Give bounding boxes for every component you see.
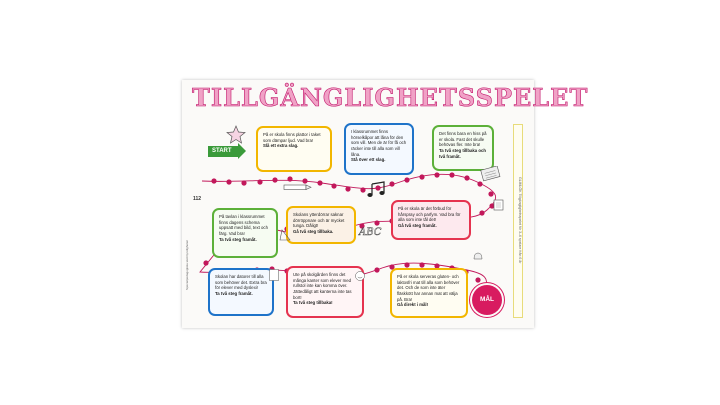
card-action: Gå två steg framåt. [398, 223, 437, 229]
card-action: Ta två steg framåt. [219, 236, 257, 242]
card-action: Stå över ett slag. [351, 157, 386, 163]
svg-text:ABC: ABC [358, 227, 382, 238]
game-board: Tillgänglighetsspelet Specialpedagogiska… [182, 80, 588, 328]
card-action: Ta två steg framåt. [215, 291, 253, 297]
card-hörselkåpor: I klassrummet finns hörselkåpor att låna… [344, 123, 414, 175]
card-action: Gå två steg tillbaka. [293, 229, 334, 235]
card-text: Skolans ytterdörrar saknar dörröppnare o… [293, 212, 345, 229]
card-text: Ute på skolgården finns det många kanter… [293, 272, 352, 300]
card-kanter-skolgård: Ute på skolgården finns det många kanter… [286, 266, 364, 318]
card-datorer: Skolan har datorer till alla som behöver… [208, 268, 274, 316]
star-doodle [226, 125, 246, 144]
card-specialkost: På er skola serveras gluten- och laktosf… [390, 268, 468, 318]
spine-right-box: GLIMLÖK Tillgänglighetsspelet för 3–6 sp… [513, 124, 523, 318]
card-parfymförbud: På er skola är det förbud för hårspray o… [391, 200, 471, 240]
card-text: På er skola är det förbud för hårspray o… [398, 206, 461, 223]
spine-right-text: GLIMLÖK Tillgänglighetsspelet för 3–6 sp… [518, 176, 522, 264]
music-note-doodle [367, 181, 385, 197]
card-action: Ta två steg tillbaka! [293, 300, 333, 306]
card-text: På tavlan i klassrummet finns dagens sch… [219, 214, 268, 237]
card-text: På er skola serveras gluten- och laktosf… [397, 274, 460, 302]
card-action: Ta två steg tillbaka och två framåt. [439, 148, 486, 159]
goal-marker: MÅL [472, 285, 502, 315]
card-text: I klassrummet finns hörselkåpor att låna… [351, 129, 407, 157]
page-number: 112 [193, 196, 202, 202]
keyboard-doodle [480, 166, 501, 182]
smiley-doodle [355, 271, 365, 281]
card-action: Gå direkt i mål! [397, 302, 429, 308]
card-schema-på-tavlan: På tavlan i klassrummet finns dagens sch… [212, 208, 278, 258]
card-tunga-ytterdörrar: Skolans ytterdörrar saknar dörröppnare o… [286, 206, 356, 244]
card-action: Slå ett extra slag. [263, 143, 299, 149]
card-text: På er skola finns plattor i taket som dä… [263, 132, 321, 143]
start-marker: START [208, 143, 246, 159]
abc-doodle: ABC [358, 227, 382, 238]
card-text: Det finns bara en hiss på er skola. Fast… [439, 131, 487, 148]
card-text: Skolan har datorer till alla som behöver… [215, 274, 267, 291]
book-doodle [493, 199, 504, 211]
pencil-doodle [283, 184, 312, 190]
sheet-doodle [269, 269, 279, 281]
bell-doodle [473, 252, 483, 260]
triangle-doodle [279, 229, 291, 241]
card-ljuddämpande-tak: På er skola finns plattor i taket som dä… [256, 126, 332, 172]
card-hiss: Det finns bara en hiss på er skola. Fast… [432, 125, 494, 171]
